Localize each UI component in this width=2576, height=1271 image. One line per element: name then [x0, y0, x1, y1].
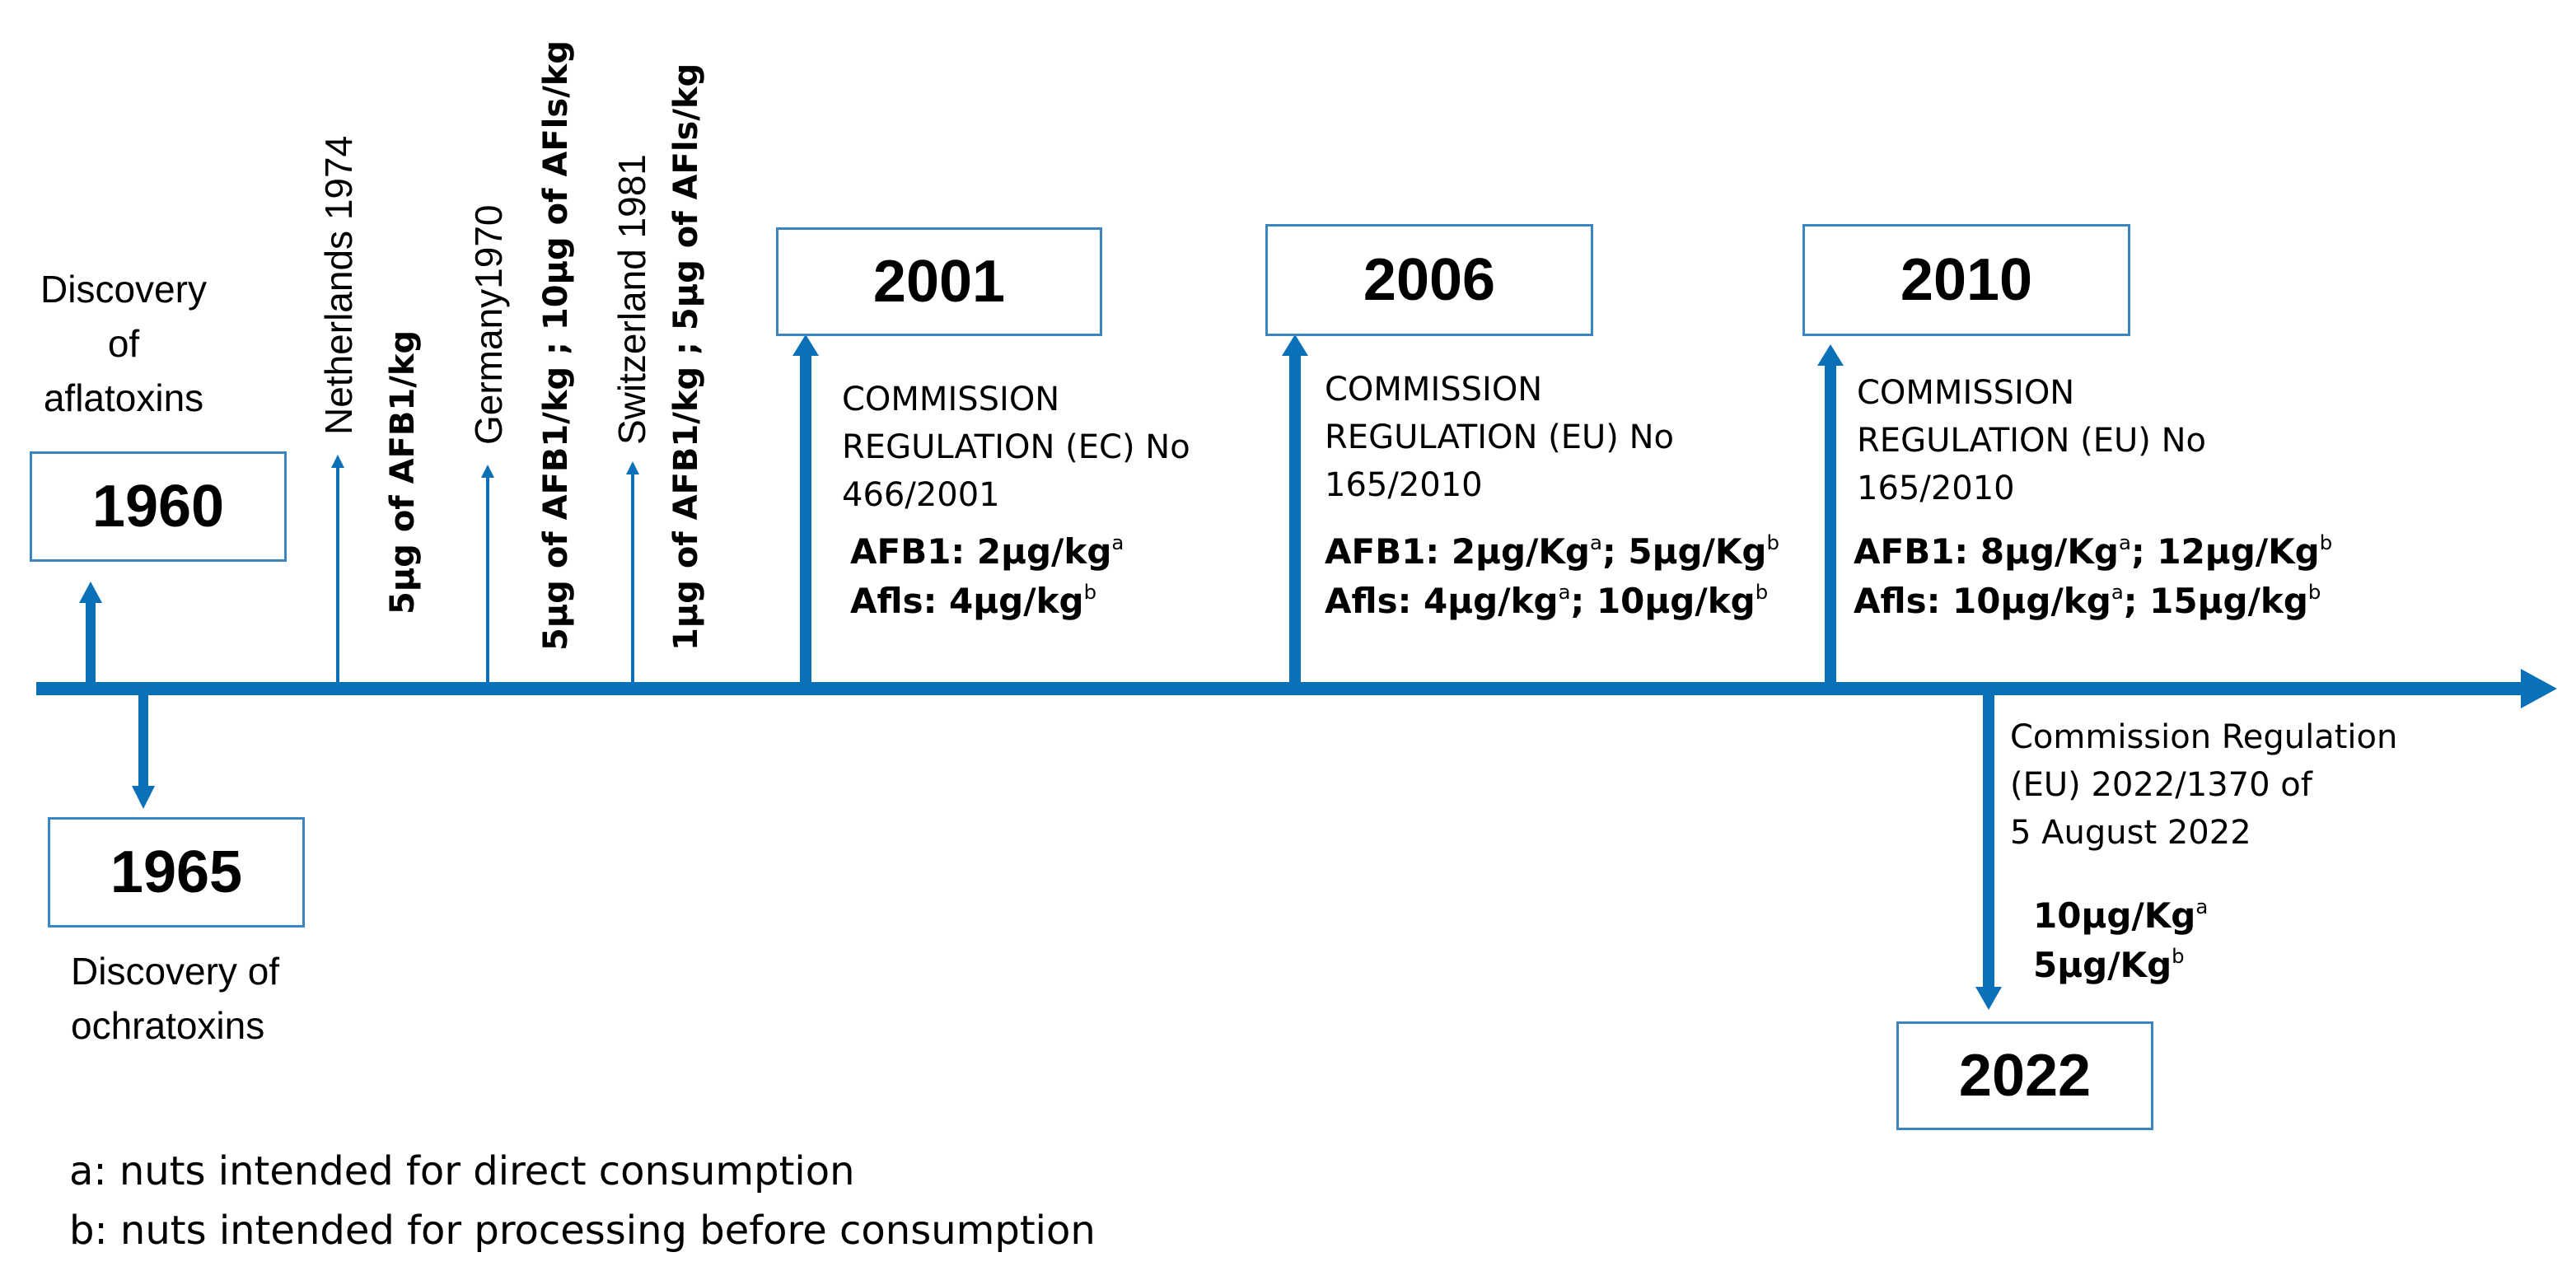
event-2006-afb1-a: AFB1: 2μg/Kg	[1325, 531, 1590, 572]
year-box-2006: 2006	[1265, 224, 1593, 336]
event-2006-regulation: COMMISSION REGULATION (EU) No 165/2010	[1325, 366, 1753, 509]
event-1965-label-line1: Discovery of	[71, 950, 280, 993]
event-2022-lim1-sup: a	[2195, 894, 2209, 918]
event-1960-label-text: Discovery of aflatoxins	[40, 268, 207, 419]
event-2010-afb1-sup-b: b	[2319, 530, 2333, 554]
event-2022-limits: 10μg/Kga 5μg/Kgb	[2033, 891, 2208, 990]
event-2010-afb1-sup-a: a	[2119, 530, 2131, 554]
event-2022-lim2: 5μg/Kgb	[2033, 941, 2208, 990]
year-2010: 2010	[1900, 247, 2033, 313]
event-2006-afls-sup-a: a	[1558, 579, 1571, 604]
year-box-2001: 2001	[776, 227, 1102, 336]
event-2006-afls-a: Afls: 4μg/kg	[1325, 581, 1559, 621]
event-1965-label: Discovery of ochratoxins	[71, 944, 367, 1053]
event-2006-afb1-sup-b: b	[1766, 530, 1779, 554]
event-2001-regulation: COMMISSION REGULATION (EC) No 466/2001	[842, 376, 1270, 519]
event-2010-afb1-a: AFB1: 8μg/Kg	[1854, 531, 2119, 572]
germany-limit: 5μg of AFB1/kg ; 10μg of AFls/kg	[537, 40, 575, 651]
event-2022-lim2-sup: b	[2172, 943, 2185, 968]
event-2010-reg-line1: COMMISSION	[1857, 374, 2075, 412]
switzerland-name: Switzerland 1981	[610, 154, 653, 445]
event-2022-lim1-value: 10μg/Kg	[2033, 895, 2196, 936]
event-2006-afb1: AFB1: 2μg/Kga; 5μg/Kgb	[1325, 527, 1779, 577]
event-2022-regulation: Commission Regulation (EU) 2022/1370 of …	[2010, 713, 2521, 857]
switzerland-limit: 1μg of AFB1/kg ; 5μg of AFls/kg	[667, 63, 705, 651]
event-2001-reg-line3: 466/2001	[842, 476, 1000, 514]
event-2001-afls-sup: b	[1083, 579, 1097, 604]
event-2010-afls-b: ; 15μg/kg	[2123, 581, 2308, 621]
year-box-1960: 1960	[30, 451, 287, 562]
event-2010-reg-line2: REGULATION (EU) No	[1857, 422, 2207, 460]
event-2001-reg-line1: COMMISSION	[842, 381, 1060, 418]
event-2022-reg-line2: (EU) 2022/1370 of	[2010, 766, 2312, 804]
event-2022-lim2-value: 5μg/Kg	[2033, 945, 2172, 985]
event-2022-reg-line3: 5 August 2022	[2010, 814, 2251, 852]
event-2010-afls-sup-b: b	[2307, 579, 2321, 604]
event-1960-label: Discovery of aflatoxins	[25, 262, 222, 425]
year-box-1965: 1965	[48, 817, 305, 928]
event-2010-afb1: AFB1: 8μg/Kga; 12μg/Kgb	[1854, 527, 2332, 577]
event-2006-afls-b: ; 10μg/kg	[1570, 581, 1756, 621]
event-2022-lim1: 10μg/Kga	[2033, 891, 2208, 941]
year-box-2022: 2022	[1896, 1021, 2153, 1130]
event-2006-reg-line2: REGULATION (EU) No	[1325, 418, 1675, 456]
event-2022-reg-line1: Commission Regulation	[2010, 718, 2398, 756]
year-2001: 2001	[872, 249, 1006, 315]
event-2010-regulation: COMMISSION REGULATION (EU) No 165/2010	[1857, 369, 2285, 512]
event-2010-afls-a: Afls: 10μg/kg	[1854, 581, 2111, 621]
event-2006-afb1-sup-a: a	[1590, 530, 1602, 554]
event-2010-reg-line3: 165/2010	[1857, 470, 2015, 507]
timeline-axis-arrowhead	[2521, 669, 2557, 708]
year-1960: 1960	[91, 474, 225, 540]
event-1965-label-line2: ochratoxins	[71, 1004, 265, 1047]
event-2010-afls-sup-a: a	[2111, 579, 2124, 604]
event-2001-afb1-value: AFB1: 2μg/kg	[850, 531, 1112, 572]
year-2006: 2006	[1363, 247, 1496, 313]
event-2006-afls: Afls: 4μg/kga; 10μg/kgb	[1325, 577, 1779, 626]
event-2010-afls: Afls: 10μg/kga; 15μg/kgb	[1854, 577, 2332, 626]
event-2001-afls-value: Afls: 4μg/kg	[850, 581, 1084, 621]
event-2001-afb1-sup: a	[1111, 530, 1124, 554]
germany-name: Germany1970	[467, 204, 510, 446]
year-2022: 2022	[1958, 1043, 2092, 1109]
event-2006-afb1-b: ; 5μg/Kg	[1601, 531, 1767, 572]
event-2010-afb1-b: ; 12μg/Kg	[2130, 531, 2320, 572]
footnote-b: b: nuts intended for processing before c…	[69, 1208, 1096, 1254]
event-2006-reg-line3: 165/2010	[1325, 466, 1483, 504]
event-2001-afls: Afls: 4μg/kgb	[850, 577, 1124, 626]
event-2006-reg-line1: COMMISSION	[1325, 371, 1543, 409]
netherlands-limit: 5μg of AFB1/kg	[384, 329, 422, 614]
event-2010-limits: AFB1: 8μg/Kga; 12μg/Kgb Afls: 10μg/kga; …	[1854, 527, 2332, 626]
event-2001-reg-line2: REGULATION (EC) No	[842, 428, 1190, 466]
event-2001-limits: AFB1: 2μg/kga Afls: 4μg/kgb	[850, 527, 1124, 626]
footnote-a: a: nuts intended for direct consumption	[69, 1148, 855, 1194]
footnotes: a: nuts intended for direct consumption …	[69, 1142, 1096, 1260]
event-2001-afb1: AFB1: 2μg/kga	[850, 527, 1124, 577]
year-1965: 1965	[110, 839, 243, 905]
event-2006-afls-sup-b: b	[1755, 579, 1769, 604]
year-box-2010: 2010	[1802, 224, 2130, 336]
netherlands-name: Netherlands 1974	[317, 135, 360, 435]
event-2006-limits: AFB1: 2μg/Kga; 5μg/Kgb Afls: 4μg/kga; 10…	[1325, 527, 1779, 626]
